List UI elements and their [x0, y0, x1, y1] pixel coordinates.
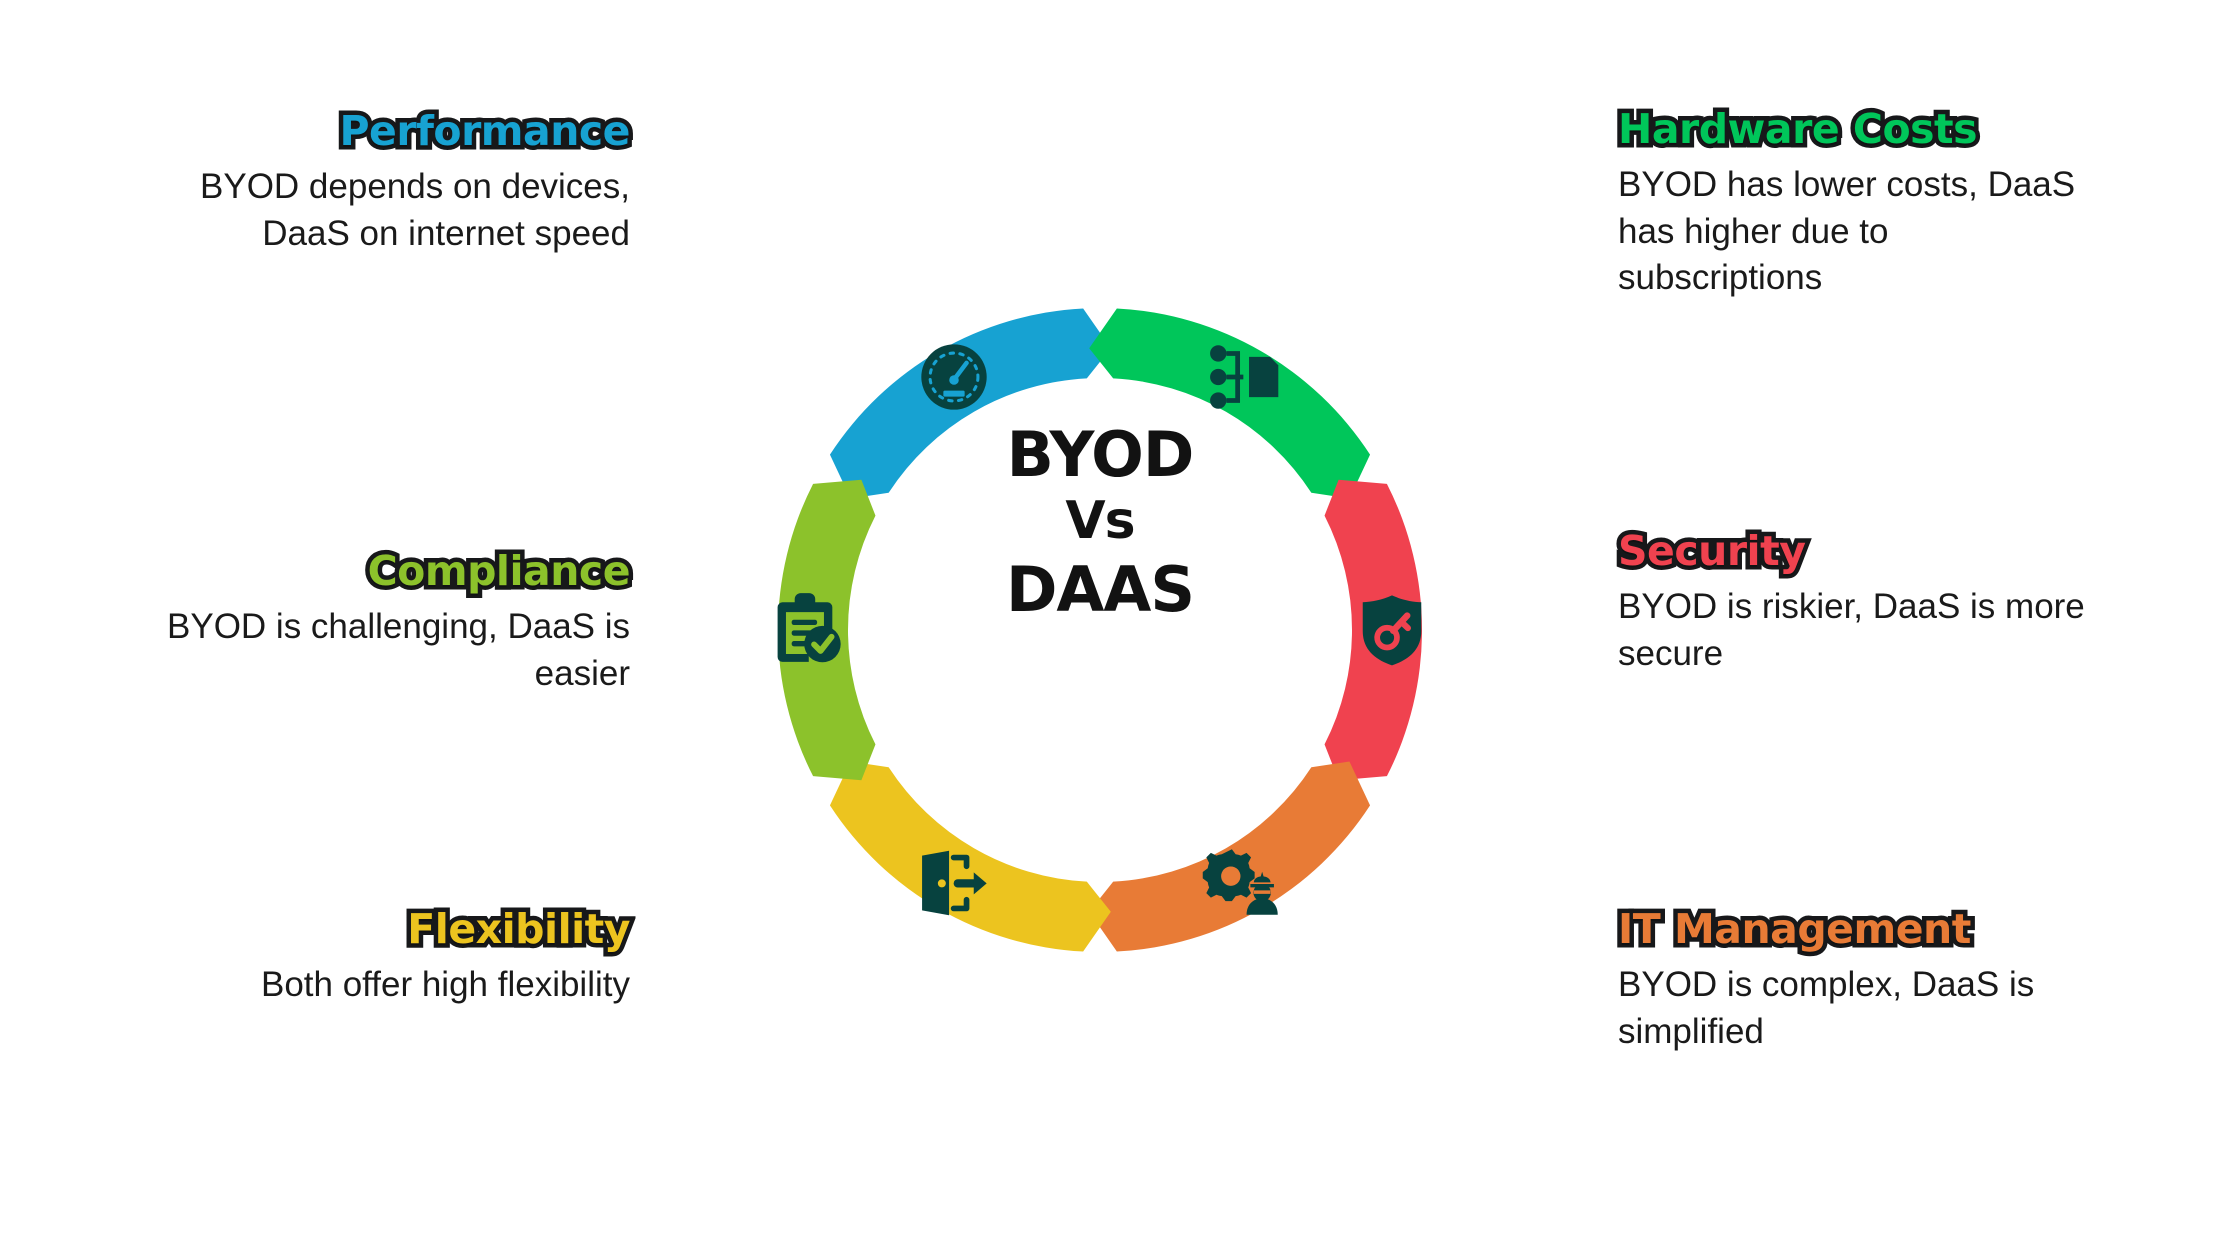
- callout-flexibility: Flexibility Both offer high flexibility: [160, 903, 635, 1009]
- ring-segment-hardware-costs[interactable]: [1089, 308, 1371, 499]
- callout-description-compliance: BYOD is challenging, DaaS is easier: [167, 607, 630, 693]
- speedometer-icon: [921, 344, 987, 410]
- cycle-ring-diagram: .ic{fill:#07423f;} .ics{stroke:#07423f;f…: [640, 120, 1560, 1140]
- shield-key-icon: [1362, 595, 1422, 666]
- callout-description-it-management: BYOD is complex, DaaS is simplified: [1618, 965, 2035, 1051]
- callout-it-management: IT Management BYOD is complex, DaaS is s…: [1614, 903, 2088, 1055]
- callout-title-security: Security: [1614, 525, 1811, 577]
- callout-title-flexibility: Flexibility: [403, 903, 635, 955]
- callout-compliance: Compliance BYOD is challenging, DaaS is …: [160, 545, 635, 697]
- callout-security: Security BYOD is riskier, DaaS is more s…: [1614, 525, 2088, 677]
- callout-description-performance: BYOD depends on devices, DaaS on interne…: [200, 167, 630, 253]
- callout-description-security: BYOD is riskier, DaaS is more secure: [1618, 587, 2085, 673]
- callout-performance: Performance BYOD depends on devices, Daa…: [160, 105, 635, 257]
- callout-title-compliance: Compliance: [363, 545, 635, 597]
- gear-technician-icon: [1202, 849, 1278, 915]
- ring-segments: [777, 308, 1422, 952]
- callout-title-it-management: IT Management: [1614, 903, 1976, 955]
- ring-icons: [777, 344, 1422, 916]
- callout-description-hardware-costs: BYOD has lower costs, DaaS has higher du…: [1618, 165, 2076, 298]
- server-network-icon: [1210, 345, 1279, 409]
- exit-door-arrow-icon: [922, 850, 987, 916]
- callout-title-performance: Performance: [335, 105, 635, 157]
- clipboard-check-icon: [777, 593, 841, 663]
- callout-description-flexibility: Both offer high flexibility: [260, 965, 630, 1005]
- ring-segment-flexibility[interactable]: [829, 761, 1111, 952]
- callout-title-hardware-costs: Hardware Costs: [1614, 103, 1983, 155]
- callout-hardware-costs: Hardware Costs BYOD has lower costs, Daa…: [1614, 103, 2088, 302]
